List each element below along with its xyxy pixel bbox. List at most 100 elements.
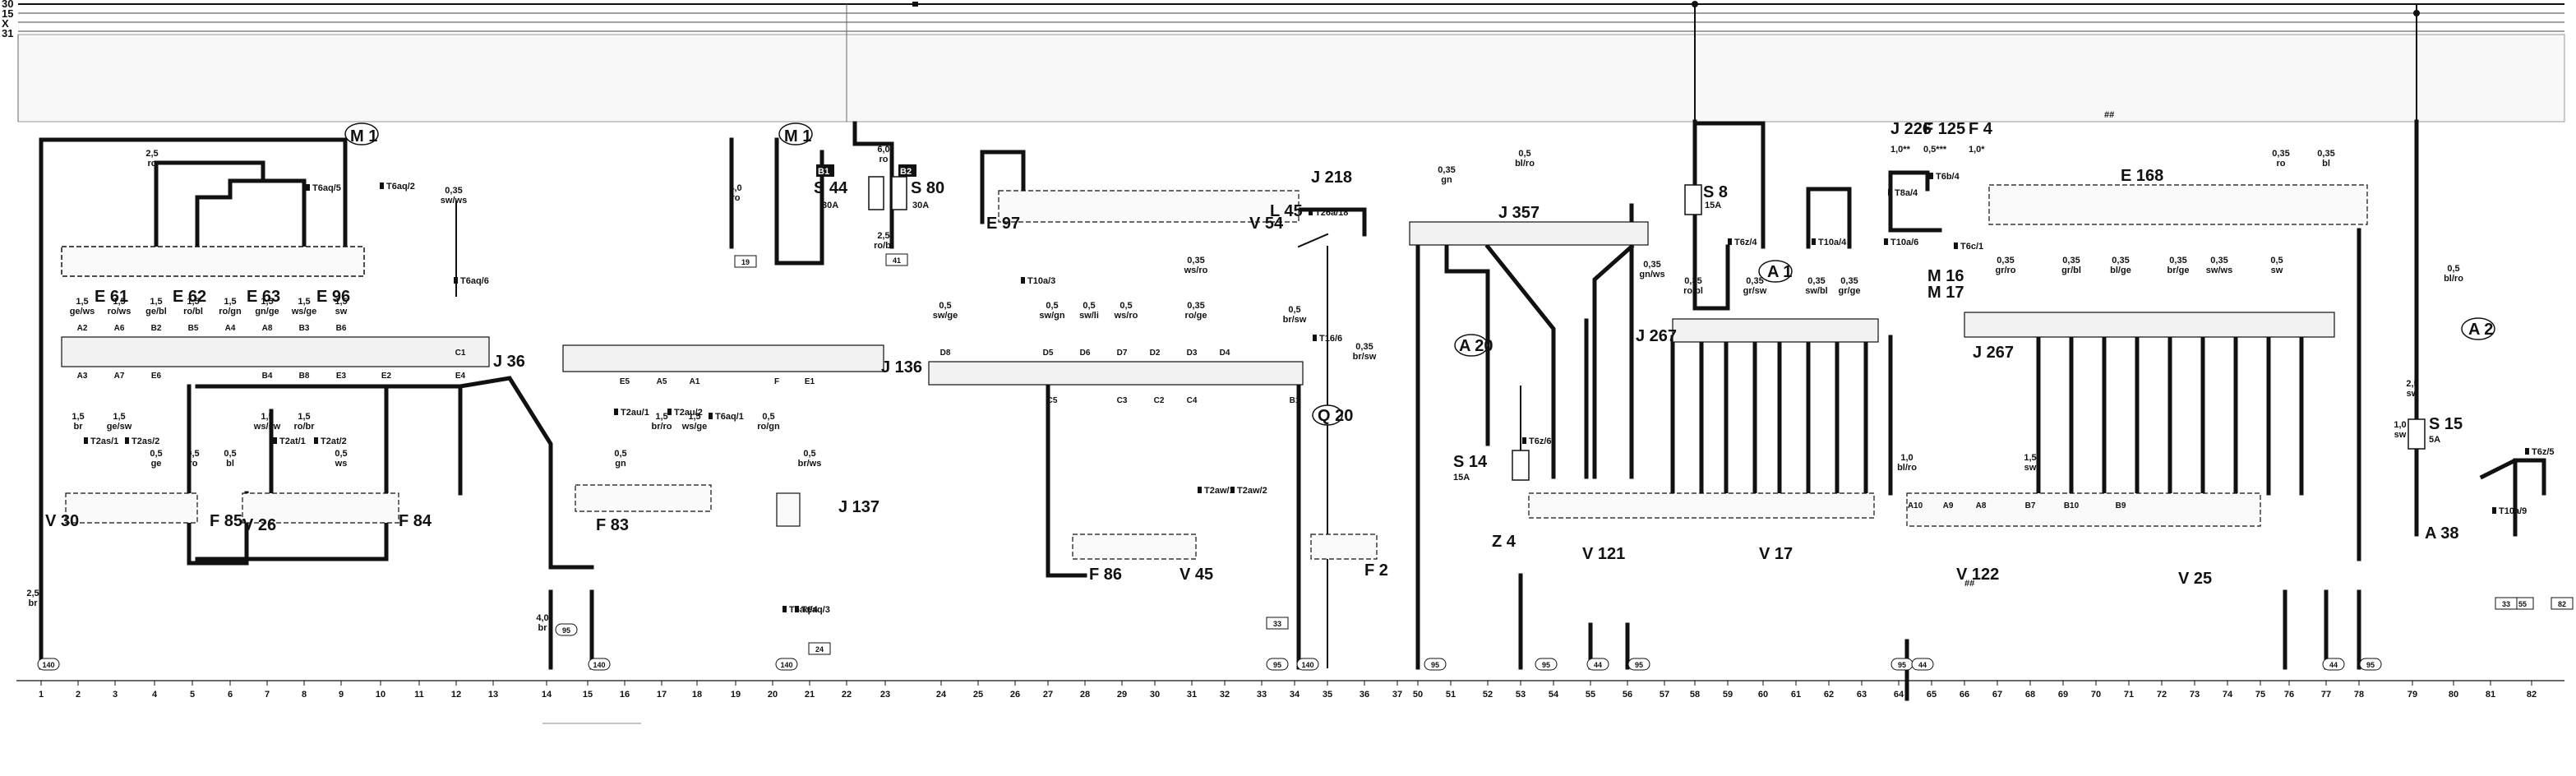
wire-size: 2,5	[877, 231, 889, 241]
connector-label: T2aw/2	[1237, 486, 1267, 496]
wire-color: bl/ro	[2444, 274, 2463, 284]
wire-size: 0,5	[939, 301, 951, 311]
wire-color: ge	[151, 459, 162, 469]
m1a-lamp	[344, 122, 379, 146]
rating-s44: 30A	[822, 201, 838, 210]
pin-label: B1	[1290, 396, 1300, 405]
wire-size: 1,5	[298, 297, 310, 307]
s14-body	[1512, 450, 1530, 481]
rail-label-15: 15	[2, 7, 13, 20]
wire-e62-feed	[195, 178, 307, 249]
wire-color: bl	[2322, 159, 2330, 169]
wire-color: ro/bl	[874, 241, 893, 251]
wire-color: ws/ro	[1184, 266, 1208, 275]
column-number: 68	[2025, 690, 2035, 700]
s15-body	[2407, 418, 2426, 450]
ground-tag-box	[1296, 658, 1319, 671]
j267a-body	[1672, 318, 1879, 343]
wire-size: 0,35	[1807, 276, 1825, 286]
wire-color: gr/ro	[1995, 266, 2015, 275]
pin-label: B5	[188, 324, 199, 333]
column-number: 10	[376, 690, 385, 700]
wire-size: 1,5	[2024, 453, 2036, 463]
label-j267a: J 267	[1636, 327, 1677, 345]
column-number: 58	[1690, 690, 1700, 700]
wire-label: 1,5ge/bl	[145, 297, 167, 316]
label-m1b: M 1	[784, 127, 811, 146]
a20-lamp	[1454, 334, 1489, 357]
connector-label: T2aw/1	[1204, 486, 1235, 496]
wire-color: sw	[2271, 266, 2283, 275]
column-number: 37	[1392, 690, 1402, 700]
pin-label: D5	[1043, 349, 1054, 358]
wire-color: ro/ge	[1185, 311, 1207, 321]
wire-color: br/sw	[1283, 315, 1307, 325]
wire-v25-bus	[2036, 335, 2304, 496]
ground-tag-label: 140	[780, 661, 792, 669]
pin-label: E4	[455, 372, 466, 381]
column-number: 78	[2354, 690, 2364, 700]
connector-label: T2as/1	[90, 436, 118, 446]
wire-label: 2,5ro	[145, 149, 158, 169]
wire-size: 0,35	[1438, 165, 1455, 175]
connector-marker	[614, 409, 618, 415]
column-number: 27	[1043, 690, 1053, 700]
wire-size: 0,35	[1187, 301, 1204, 311]
column-number: 59	[1723, 690, 1733, 700]
wire-label: 0,5bl	[224, 449, 236, 469]
column-number: 56	[1623, 690, 1632, 700]
wire-label: 1,5sw	[335, 297, 347, 316]
b2-badge	[898, 164, 916, 177]
column-number: 13	[488, 690, 498, 700]
column-number: 82	[2527, 690, 2537, 700]
connector-marker	[1198, 487, 1202, 493]
ground-tag-label: 24	[815, 645, 824, 654]
label-m1a: M 1	[350, 127, 377, 146]
wire-color: ws/ge	[291, 307, 317, 316]
wire-color: sw	[2394, 430, 2407, 440]
column-number: 62	[1824, 690, 1834, 700]
column-number: 65	[1927, 690, 1937, 700]
wire-size: 1,5	[150, 297, 162, 307]
pin-label: B10	[2064, 501, 2080, 510]
ground-tag-box	[1535, 658, 1558, 671]
label-e168: E 168	[2121, 167, 2163, 185]
wire-label: 1,5ws/sw	[253, 412, 281, 432]
pin-label: B7	[2025, 501, 2036, 510]
wire-size: 1,5	[261, 412, 273, 422]
label-a2: A 2	[2468, 321, 2493, 339]
wire-label: 2,5sw	[2406, 379, 2418, 399]
column-number: 7	[265, 690, 270, 700]
column-number: 75	[2255, 690, 2265, 700]
connector-label: T2as/2	[132, 436, 159, 446]
wire-size: 1,5	[688, 412, 700, 422]
wire-label: 1,5gn/ge	[255, 297, 279, 316]
connector-marker	[1812, 238, 1816, 245]
j137-body	[776, 492, 801, 527]
pin-label: E1	[805, 377, 815, 386]
label-l45: L 45	[1270, 202, 1303, 220]
pin-label: D6	[1080, 349, 1091, 358]
wire-label: 1,5br	[72, 412, 84, 432]
pin-label: A8	[262, 324, 273, 333]
column-number: 18	[692, 690, 702, 700]
v17-body	[1528, 492, 1875, 519]
connector-label: T26a/18	[1315, 208, 1348, 218]
column-number: 57	[1660, 690, 1669, 700]
column-number: 74	[2223, 690, 2233, 700]
pin-label: A6	[114, 324, 125, 333]
wire-color: bl/ro	[1897, 463, 1917, 473]
pin-label: B4	[262, 372, 273, 381]
pin-label: D4	[1220, 349, 1230, 358]
column-number: 34	[1290, 690, 1300, 700]
wire-label: 0,5ro/gn	[757, 412, 780, 432]
wire-label: 4,0ro	[729, 183, 741, 203]
label-j226: J 226	[1890, 120, 1932, 138]
